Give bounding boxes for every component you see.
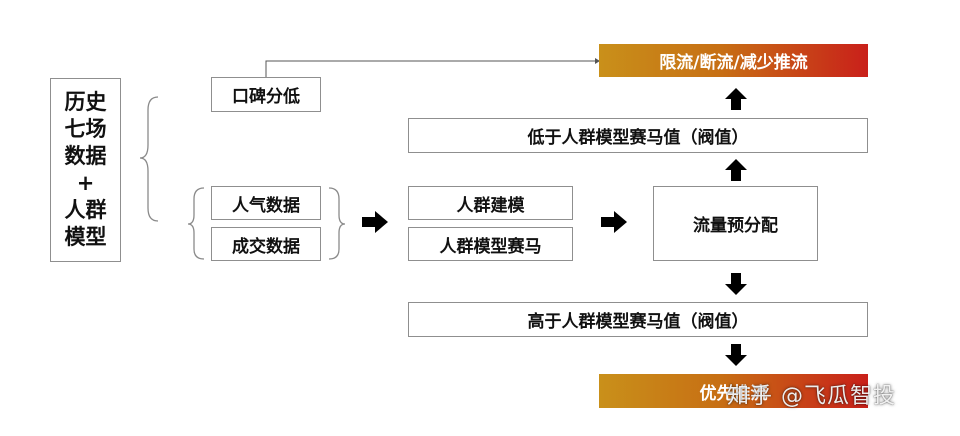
above-threshold-box: 高于人群模型赛马值（阀值） — [408, 302, 868, 337]
crowd-modeling-label: 人群建模 — [456, 195, 525, 216]
arrow-down-icon — [725, 344, 747, 366]
arrow-up-icon — [725, 159, 747, 181]
limit-flow-label: 限流/断流/减少推流 — [659, 53, 808, 73]
traffic-preallocation-label: 流量预分配 — [693, 216, 778, 236]
arrow-right-icon — [362, 211, 388, 233]
priority-flow-label: 优先推流 — [699, 383, 768, 404]
traffic-preallocation-box: 流量预分配 — [653, 186, 818, 261]
crowd-model-race-box: 人群模型赛马 — [408, 227, 573, 261]
priority-flow-banner: 优先推流 — [599, 374, 868, 408]
right-small-brace — [328, 187, 346, 260]
watermark-text: 知乎 @飞瓜智投 — [727, 384, 896, 409]
below-threshold-box: 低于人群模型赛马值（阀值） — [408, 118, 868, 153]
limit-flow-banner: 限流/断流/减少推流 — [599, 44, 868, 77]
reputation-connector-arrowhead — [595, 58, 600, 64]
history-data-label: 历史 七场 数据 + 人群 模型 — [64, 90, 107, 249]
popularity-data-box: 人气数据 — [211, 186, 321, 220]
transaction-data-box: 成交数据 — [211, 227, 321, 261]
popularity-data-label: 人气数据 — [232, 195, 300, 216]
arrow-up-icon — [725, 88, 747, 110]
history-data-box: 历史 七场 数据 + 人群 模型 — [50, 78, 121, 262]
transaction-data-label: 成交数据 — [232, 236, 300, 257]
crowd-model-race-label: 人群模型赛马 — [439, 236, 542, 257]
crowd-modeling-box: 人群建模 — [408, 186, 573, 220]
reputation-low-label: 口碑分低 — [232, 87, 300, 107]
above-threshold-label: 高于人群模型赛马值（阀值） — [527, 312, 749, 332]
big-brace — [139, 96, 159, 222]
reputation-low-box: 口碑分低 — [211, 77, 321, 112]
left-small-brace — [187, 187, 205, 260]
arrow-down-icon — [725, 273, 747, 295]
arrow-right-icon — [601, 211, 627, 233]
below-threshold-label: 低于人群模型赛马值（阀值） — [527, 128, 749, 148]
reputation-connector — [265, 60, 595, 77]
